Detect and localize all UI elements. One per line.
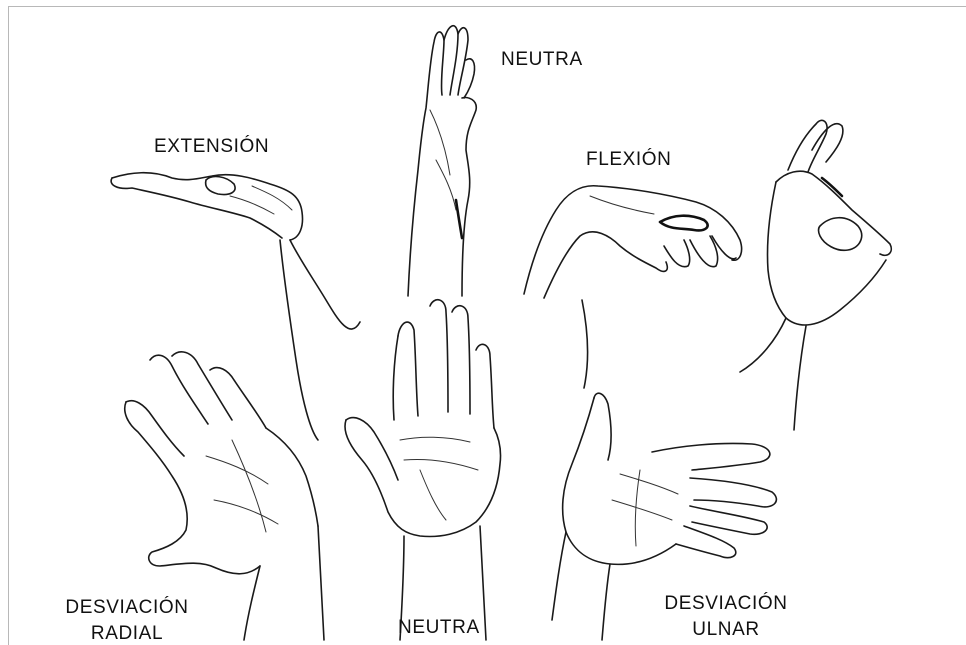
hand-extension xyxy=(111,173,360,440)
hand-neutral-palm xyxy=(345,300,501,640)
label-radial-deviation-line1: DESVIACIÓN xyxy=(52,597,202,619)
label-extension: EXTENSIÓN xyxy=(154,136,269,158)
label-ulnar-deviation-line1: DESVIACIÓN xyxy=(651,593,801,615)
hand-pinch xyxy=(740,120,891,430)
label-ulnar-deviation-line2: ULNAR xyxy=(651,619,801,641)
hand-flexion xyxy=(524,186,742,388)
label-radial-deviation-line2: RADIAL xyxy=(52,623,202,645)
label-neutral-bottom: NEUTRA xyxy=(398,617,480,639)
label-neutral-top: NEUTRA xyxy=(501,49,583,71)
label-flexion: FLEXIÓN xyxy=(586,149,672,171)
hand-neutral-vertical xyxy=(408,26,476,296)
